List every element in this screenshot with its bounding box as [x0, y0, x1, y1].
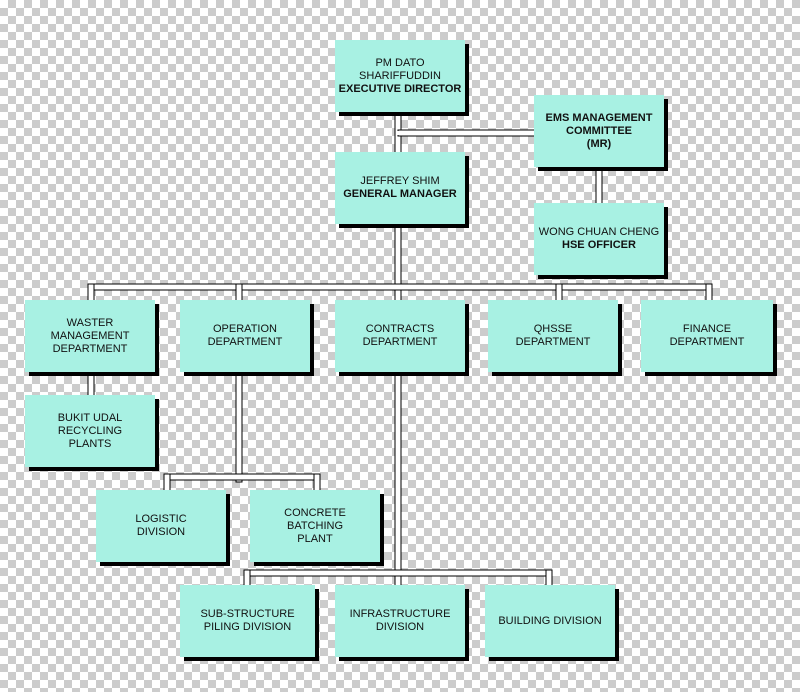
operation-line-1: OPERATION: [213, 323, 277, 335]
connector-gm-trunk: [394, 219, 402, 591]
infrastructure-line-2: DIVISION: [375, 621, 425, 633]
executive-director-box: PM DATO SHARIFFUDDIN EXECUTIVE DIRECTOR: [335, 40, 465, 112]
finance-line-2: DEPARTMENT: [669, 336, 745, 348]
building-line-1: BUILDING DIVISION: [498, 614, 602, 627]
sub-structure-line-1: SUB-STRUCTURE: [200, 608, 295, 620]
waster-management-department-box: WASTER MANAGEMENT DEPARTMENT: [25, 300, 155, 372]
contracts-department-box: CONTRACTS DEPARTMENT: [335, 300, 465, 372]
bukit-udal-line-1: BUKIT UDAL: [57, 411, 123, 424]
waster-management-line-1: WASTER: [66, 316, 114, 329]
connector-ems-hse: [595, 165, 603, 207]
ems-committee-line-3: (MR): [586, 137, 612, 150]
executive-director-name-1: PM DATO: [375, 56, 425, 69]
executive-director-title: EXECUTIVE DIRECTOR: [338, 82, 462, 95]
ems-committee-line-2: COMMITTEE: [566, 124, 632, 137]
bukit-udal-line-2: RECYCLING: [57, 424, 123, 437]
waster-management-line-2: MANAGEMENT: [50, 329, 130, 342]
general-manager-name: JEFFREY SHIM: [360, 175, 440, 187]
logistic-line-2: DIVISION: [136, 526, 186, 538]
waster-management-line-3: DEPARTMENT: [52, 342, 128, 355]
finance-department-box: FINANCE DEPARTMENT: [641, 300, 773, 372]
bukit-udal-recycling-plants-box: BUKIT UDAL RECYCLING PLANTS: [25, 395, 155, 467]
qhsse-department-box: QHSSE DEPARTMENT: [488, 300, 618, 372]
connector-operation-bus: [163, 473, 321, 481]
bukit-udal-line-3: PLANTS: [68, 437, 112, 450]
operation-department-box: OPERATION DEPARTMENT: [180, 300, 310, 372]
logistic-division-box: LOGISTIC DIVISION: [96, 490, 226, 562]
sub-structure-piling-division-box: SUB-STRUCTURE PILING DIVISION: [180, 585, 315, 657]
qhsse-line-1: QHSSE: [533, 323, 573, 335]
hse-officer-box: WONG CHUAN CHENG HSE OFFICER: [534, 203, 664, 275]
ems-committee-box: EMS MANAGEMENT COMMITTEE (MR): [534, 95, 664, 167]
concrete-batching-plant-box: CONCRETE BATCHING PLANT: [250, 490, 380, 562]
finance-line-1: FINANCE: [682, 323, 732, 335]
contracts-line-2: DEPARTMENT: [362, 336, 438, 348]
general-manager-title: GENERAL MANAGER: [343, 188, 457, 200]
connector-operation-down: [235, 369, 243, 483]
general-manager-box: JEFFREY SHIM GENERAL MANAGER: [335, 152, 465, 224]
operation-line-2: DEPARTMENT: [207, 336, 283, 348]
hse-officer-name: WONG CHUAN CHENG: [538, 226, 660, 238]
ems-committee-line-1: EMS MANAGEMENT: [545, 111, 653, 124]
hse-officer-title: HSE OFFICER: [562, 239, 636, 251]
executive-director-name-2: SHARIFFUDDIN: [359, 69, 441, 82]
concrete-line-3: PLANT: [297, 532, 333, 545]
sub-structure-line-2: PILING DIVISION: [203, 621, 292, 633]
infrastructure-division-box: INFRASTRUCTURE DIVISION: [335, 585, 465, 657]
qhsse-line-2: DEPARTMENT: [515, 336, 591, 348]
contracts-line-1: CONTRACTS: [365, 323, 435, 335]
building-division-box: BUILDING DIVISION: [485, 585, 615, 657]
concrete-line-2: BATCHING: [286, 519, 344, 532]
logistic-line-1: LOGISTIC: [135, 513, 187, 525]
connector-director-ems: [397, 129, 537, 137]
infrastructure-line-1: INFRASTRUCTURE: [349, 608, 451, 620]
concrete-line-1: CONCRETE: [284, 506, 346, 519]
